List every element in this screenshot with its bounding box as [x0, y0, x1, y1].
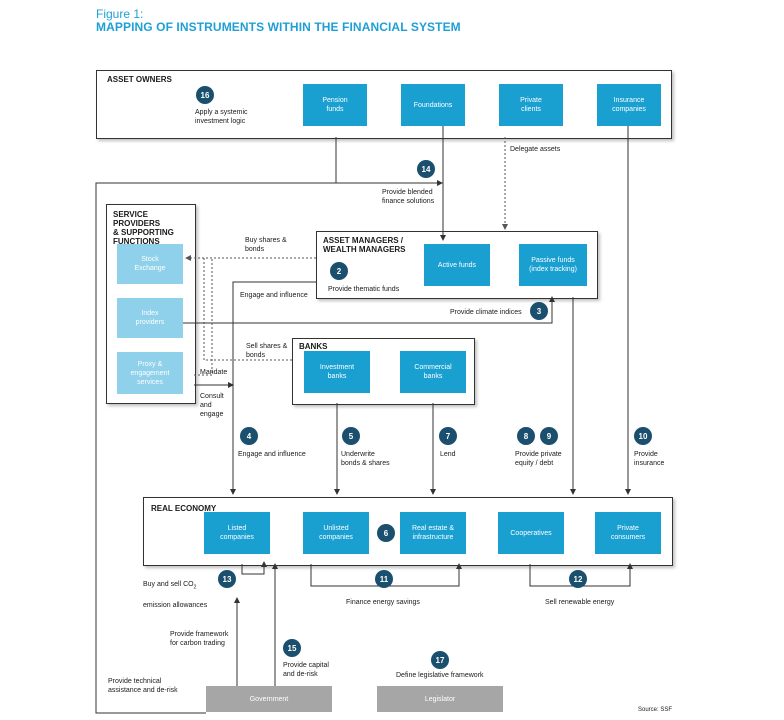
badge-17: 17: [431, 651, 449, 669]
private-clients-node: Private clients: [499, 84, 563, 126]
carbon-trading-label: Provide framework for carbon trading: [170, 631, 229, 647]
insurance-companies-node: Insurance companies: [597, 84, 661, 126]
engage-line: [230, 281, 316, 495]
proxy-engagement-node: Proxy & engagement services: [117, 352, 183, 394]
badge-9: 9: [540, 427, 558, 445]
government-node: Government: [206, 686, 332, 712]
commercial-banks-node: Commercial banks: [400, 351, 466, 393]
badge-10: 10: [634, 427, 652, 445]
foundations-node: Foundations: [401, 84, 465, 126]
badge-4: 4: [240, 427, 258, 445]
asset-owners-group: ASSET OWNERS: [96, 70, 672, 139]
figure-title: MAPPING OF INSTRUMENTS WITHIN THE FINANC…: [96, 20, 461, 34]
badge-8: 8: [517, 427, 535, 445]
consult-label: Consult and engage: [200, 393, 224, 418]
pension-flow-line: [95, 137, 337, 714]
emission-label-subscript: 2: [193, 584, 197, 591]
listed-companies-node: Listed companies: [204, 512, 270, 554]
badge-14: 14: [417, 160, 435, 178]
badge-2: 2: [330, 262, 348, 280]
private-equity-label: Provide private equity / debt: [515, 451, 562, 467]
legislator-node: Legislator: [377, 686, 503, 712]
mandate-dotted: [194, 258, 213, 376]
delegate-label: Delegate assets: [510, 146, 561, 153]
real-economy-title: REAL ECONOMY: [151, 504, 217, 513]
passive-funds-node: Passive funds (index tracking): [519, 244, 587, 286]
index-providers-node: Index providers: [117, 298, 183, 338]
climate-indices-label: Provide climate indices: [450, 309, 522, 316]
renewable-label: Sell renewable energy: [545, 599, 615, 606]
energy-savings-label: Finance energy savings: [346, 599, 420, 606]
badge-11: 11: [375, 570, 393, 588]
badge-3: 3: [530, 302, 548, 320]
systemic-label: Apply a systemic investment logic: [195, 109, 248, 125]
figure-label: Figure 1:: [96, 7, 144, 21]
engage-influence-top-label: Engage and influence: [240, 292, 308, 299]
active-funds-node: Active funds: [424, 244, 490, 286]
pension-funds-node: Pension funds: [303, 84, 367, 126]
private-consumers-node: Private consumers: [595, 512, 661, 554]
underwrite-label: Underwrite bonds & shares: [341, 451, 390, 467]
badge-7: 7: [439, 427, 457, 445]
sell-shares-label: Sell shares & bonds: [246, 343, 288, 359]
buy-shares-label: Buy shares & bonds: [245, 237, 287, 253]
capital-label: Provide capital and de-risk: [283, 662, 329, 678]
insurance-label: Provide insurance: [634, 451, 665, 467]
unlisted-companies-node: Unlisted companies: [303, 512, 369, 554]
badge-12: 12: [569, 570, 587, 588]
source-note: Source: SSF: [637, 707, 672, 713]
emission-bracket: [241, 564, 265, 575]
thematic-label: Provide thematic funds: [328, 286, 400, 293]
badge-13: 13: [218, 570, 236, 588]
service-providers-title: SERVICE PROVIDERS & SUPPORTING FUNCTIONS: [113, 210, 174, 246]
badge-5: 5: [342, 427, 360, 445]
legislative-label: Define legislative framework: [396, 672, 484, 679]
emission-label-suffix: emission allowances: [143, 602, 208, 610]
emission-label-prefix: Buy and sell CO: [143, 581, 194, 588]
banks-title: BANKS: [299, 342, 328, 351]
badge-6: 6: [377, 524, 395, 542]
investment-banks-node: Investment banks: [304, 351, 370, 393]
cooperatives-node: Cooperatives: [498, 512, 564, 554]
stock-exchange-node: Stock Exchange: [117, 244, 183, 284]
real-estate-node: Real estate & infrastructure: [400, 512, 466, 554]
asset-managers-title: ASSET MANAGERS / WEALTH MANAGERS: [323, 236, 406, 254]
sell-shares-dotted: [203, 258, 292, 361]
emission-label: Buy and sell CO2 emission allowances: [143, 571, 207, 610]
asset-owners-title: ASSET OWNERS: [107, 75, 172, 84]
badge-16: 16: [196, 86, 214, 104]
technical-label: Provide technical assistance and de-risk: [108, 678, 178, 694]
mandate-label: Mandate: [200, 369, 228, 376]
lend-label: Lend: [440, 451, 456, 458]
blended-label: Provide blended finance solutions: [382, 189, 435, 205]
index-line: [183, 296, 555, 324]
badge-15: 15: [283, 639, 301, 657]
engage-influence-label: Engage and influence: [238, 451, 306, 458]
